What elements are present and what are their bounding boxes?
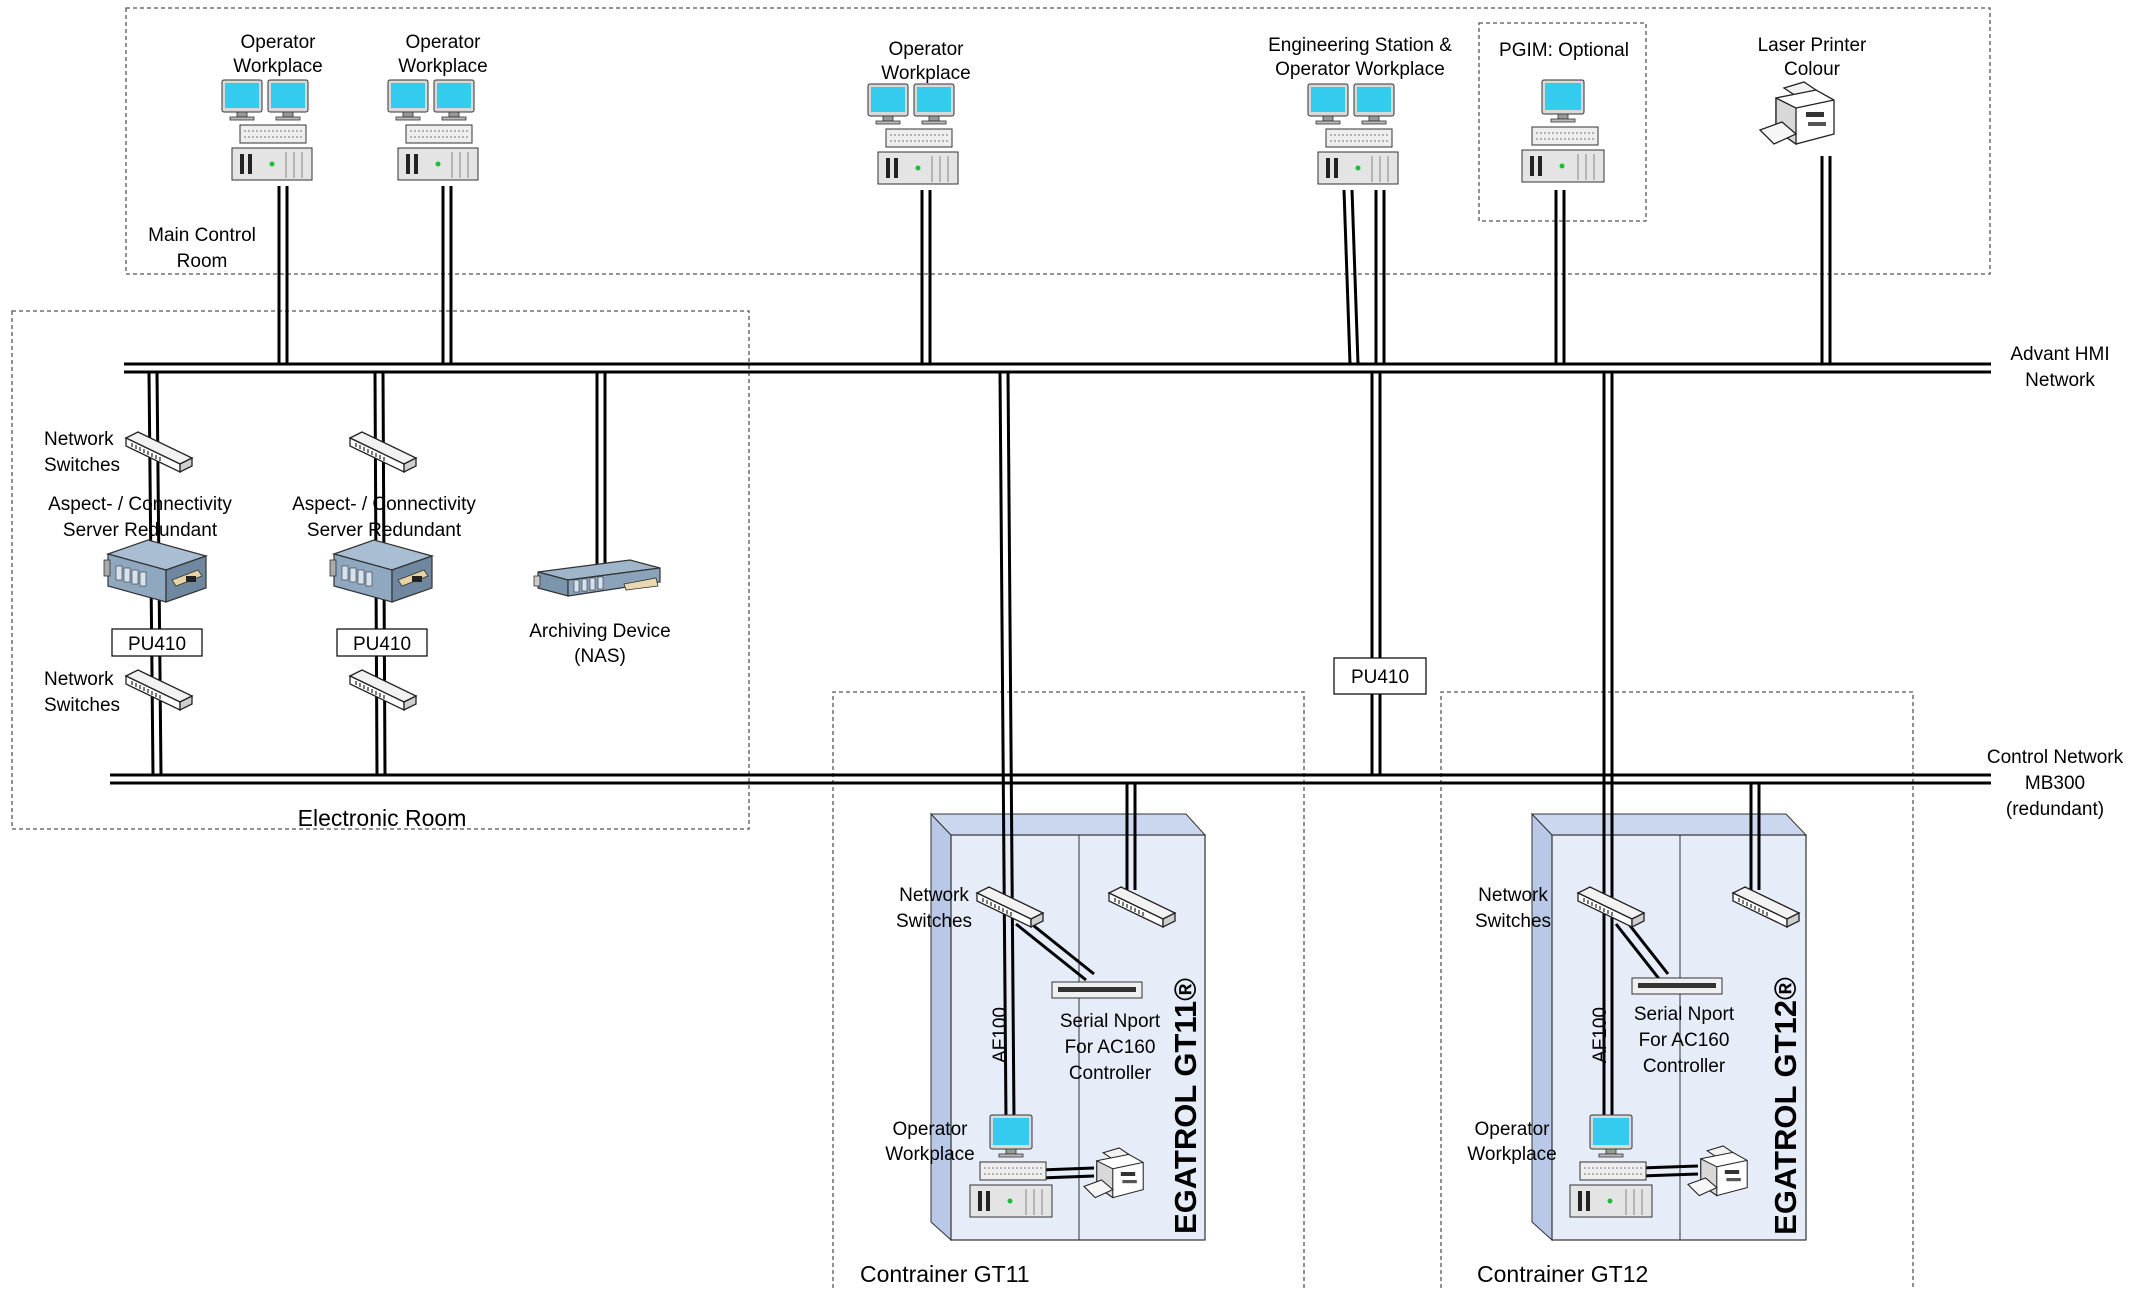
- pu410-er-2-box: [336, 628, 428, 657]
- pu410-er-1-label: PU410: [128, 634, 186, 655]
- control-network-mb300-bus: [110, 773, 1991, 785]
- network-switch-er-2-bottom-icon: [349, 669, 417, 711]
- gt12-serial-nport-icon: [1631, 977, 1723, 995]
- gt12-cabinet-title: EGATROL GT12®: [1768, 977, 1803, 1235]
- electronic-room-label: Electronic Room: [298, 805, 467, 831]
- operator-workplace-2-icon: [387, 79, 479, 181]
- pu410-er-2-label: PU410: [353, 634, 411, 655]
- container-gt12-zone: [1440, 691, 1914, 1294]
- pgim-workstation-icon: [1521, 79, 1605, 183]
- gt11-cabinet-title: EGATROL GT11®: [1168, 978, 1203, 1234]
- container-gt11-label: Contrainer GT11: [860, 1261, 1030, 1287]
- pu410-er-1-box: [111, 628, 203, 657]
- laser-printer-icon: [1759, 81, 1835, 145]
- pu410-standalone-box: [1333, 657, 1427, 695]
- aspect-server-1-icon: [103, 539, 207, 603]
- nas-label: Archiving Device(NAS): [529, 621, 671, 667]
- gt11-serial-nport-icon: [1051, 981, 1143, 999]
- pu410-standalone-label: PU410: [1351, 667, 1409, 688]
- container-gt12-label: Contrainer GT12: [1477, 1261, 1648, 1287]
- electronic-room-zone: [11, 310, 750, 830]
- advant-hmi-network-bus: [124, 362, 1991, 374]
- pgim-label: PGIM: Optional: [1499, 40, 1629, 61]
- nas-archiving-device-icon: [533, 559, 661, 597]
- gt11-af100-label: AF100: [990, 1007, 1011, 1063]
- engineering-station-label: Engineering Station &Operator Workplace: [1268, 35, 1452, 80]
- aspect-server-2-icon: [329, 539, 433, 603]
- operator-workplace-1-icon: [221, 79, 313, 181]
- container-gt11-zone: [832, 691, 1305, 1294]
- main-control-room-zone: [125, 7, 1991, 275]
- gt12-af100-label: AF100: [1590, 1007, 1611, 1063]
- engineering-station-icon: [1307, 83, 1399, 185]
- operator-workplace-3-icon: [867, 83, 959, 185]
